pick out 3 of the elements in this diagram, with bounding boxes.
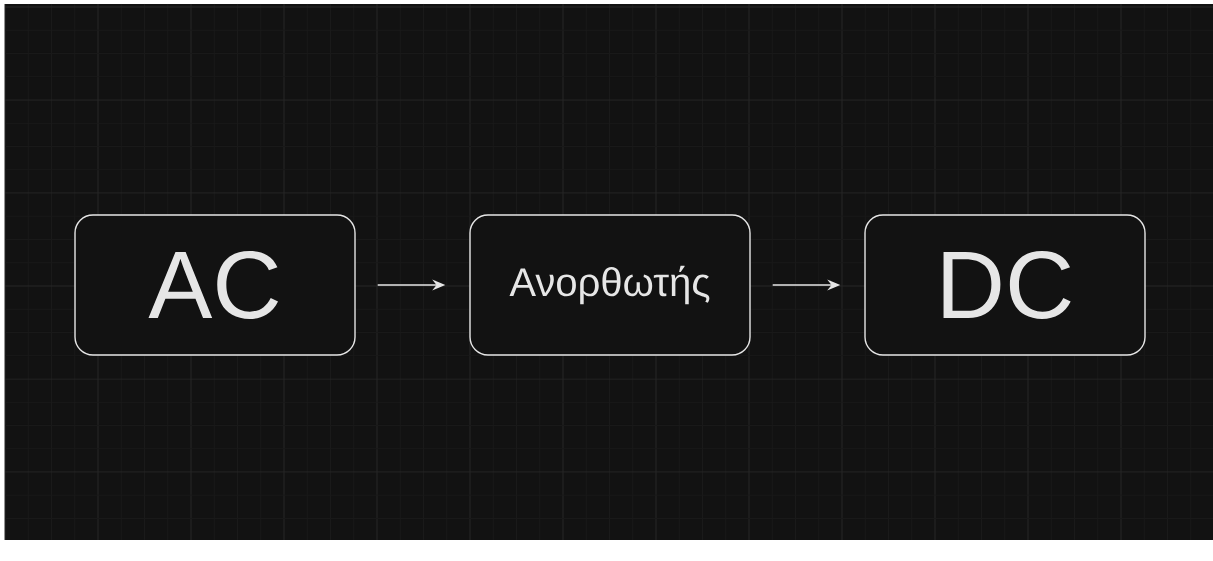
process-box: AC [74,214,356,356]
process-box: Ανορθωτής [469,214,751,356]
process-box: DC [864,214,1146,356]
